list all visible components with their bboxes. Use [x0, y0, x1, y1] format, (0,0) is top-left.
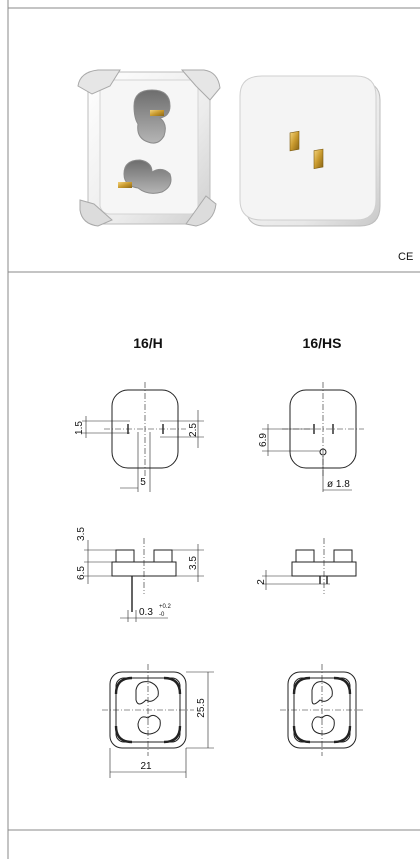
dim-left-top-a: 1.5	[74, 421, 85, 435]
right-top-view	[262, 382, 364, 492]
dim-left-bottom-w: 21	[140, 761, 152, 772]
dim-left-top-c: 5	[140, 477, 146, 488]
dim-left-side-c: 3.5	[188, 556, 199, 570]
dim-right-top-b: ø 1.8	[327, 479, 350, 490]
frame	[7, 0, 420, 859]
dim-left-side-d: 0.3	[139, 607, 153, 618]
dim-left-side-a: 3.5	[76, 527, 87, 541]
dim-left-top-b: 2.5	[188, 423, 199, 437]
dim-left-side-d-tol-plus: +0.2	[159, 604, 172, 610]
dim-right-side-a: 2	[256, 579, 267, 585]
title-16h: 16/H	[133, 335, 163, 351]
left-bottom-view	[102, 664, 214, 778]
left-top-view	[82, 382, 204, 492]
right-side-view	[262, 538, 357, 594]
dim-left-bottom-h: 25.5	[196, 698, 207, 718]
dim-left-side-d-tol-minus: -0	[159, 612, 165, 618]
left-side-view	[84, 538, 204, 622]
title-16hs: 16/HS	[303, 335, 342, 351]
product-photo-back	[239, 75, 381, 227]
right-bottom-view	[280, 664, 364, 756]
product-photo-front	[77, 69, 221, 227]
dim-right-top-a: 6.9	[258, 433, 269, 447]
ce-mark: CE	[398, 251, 413, 263]
dim-left-side-b: 6.5	[76, 566, 87, 580]
